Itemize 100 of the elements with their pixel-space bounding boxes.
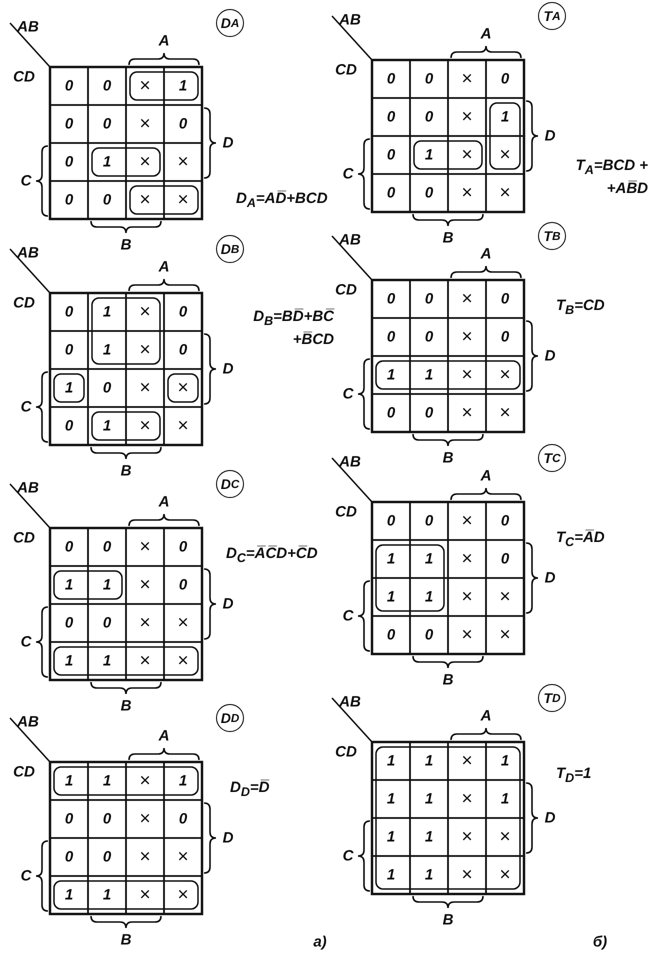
cell-value: 0 <box>64 192 74 208</box>
cell-value: 0 <box>424 292 434 306</box>
axis-label: CD <box>13 70 35 84</box>
cell-value: 1 <box>424 552 434 566</box>
cell-value: 1 <box>424 148 434 162</box>
axis-label: D <box>222 830 234 846</box>
axis-label: C <box>342 166 354 182</box>
axis-label: AB <box>339 232 361 248</box>
cell-value: × <box>499 828 511 846</box>
cell-value: 1 <box>102 418 112 434</box>
cell-value: 1 <box>102 154 112 170</box>
cell-value: 0 <box>386 330 396 344</box>
axis-label: B <box>442 230 454 246</box>
cell-value: × <box>139 576 151 594</box>
cell-value: 0 <box>64 850 74 864</box>
axis-label: AB <box>17 246 39 260</box>
cell-value: × <box>499 366 511 384</box>
axis-label: A <box>480 246 492 262</box>
cell-value: × <box>177 886 189 904</box>
panel-label: б) <box>592 934 608 950</box>
cell-value: × <box>139 886 151 904</box>
cell-value: × <box>461 626 473 644</box>
cell-value: 0 <box>386 72 396 86</box>
cell-value: × <box>139 76 151 96</box>
cell-value: × <box>461 790 473 808</box>
axis-label: B <box>442 912 454 928</box>
cell-value: 0 <box>424 514 434 528</box>
axis-label: B <box>120 932 132 948</box>
cell-value: 1 <box>424 754 434 768</box>
axis-label: CD <box>335 744 357 760</box>
cell-value: × <box>461 588 473 606</box>
cell-value: 0 <box>178 578 188 592</box>
cell-value: × <box>177 614 189 632</box>
axis-label: AB <box>17 714 39 730</box>
cell-value: 1 <box>64 654 74 668</box>
cell-value: × <box>499 588 511 606</box>
cell-value: × <box>461 512 473 530</box>
axis-label: CD <box>335 62 357 78</box>
cell-value: × <box>461 70 473 88</box>
cell-value: 0 <box>500 514 510 528</box>
cell-value: 0 <box>424 186 434 200</box>
cell-value: × <box>139 190 151 210</box>
cell-value: 1 <box>102 304 112 320</box>
formula: T$_{D}$=1 <box>556 764 592 787</box>
cell-value: 0 <box>64 342 74 358</box>
axis-label: C <box>342 608 354 624</box>
cell-value: 0 <box>102 850 112 864</box>
cell-value: × <box>461 290 473 308</box>
axis-label: CD <box>13 764 35 780</box>
cell-value: × <box>499 184 511 202</box>
formula: T$_{B}$=CD <box>556 296 605 319</box>
cell-value: × <box>461 108 473 126</box>
cell-value: 1 <box>500 792 510 806</box>
cell-value: 0 <box>386 514 396 528</box>
axis-label: B <box>120 698 132 714</box>
cell-value: 1 <box>386 754 396 768</box>
cell-value: 0 <box>64 304 74 320</box>
cell-value: 0 <box>500 552 510 566</box>
cell-value: 0 <box>102 616 112 630</box>
axis-label: AB <box>339 694 361 710</box>
axis-label: AB <box>339 12 361 28</box>
cell-value: 1 <box>500 110 510 124</box>
cell-value: × <box>139 416 151 436</box>
cell-value: 0 <box>500 330 510 344</box>
cell-value: 1 <box>102 888 112 902</box>
cell-value: × <box>499 866 511 884</box>
cell-value: × <box>499 146 511 164</box>
cell-value: 0 <box>102 116 112 132</box>
cell-value: 1 <box>102 774 112 788</box>
cell-value: 0 <box>64 616 74 630</box>
axis-label: CD <box>13 296 35 310</box>
cell-value: 1 <box>386 792 396 806</box>
cell-value: 0 <box>386 110 396 124</box>
cell-value: × <box>139 810 151 828</box>
cell-value: × <box>139 772 151 790</box>
cell-value: 0 <box>500 72 510 86</box>
cell-value: 1 <box>424 830 434 844</box>
cell-value: 0 <box>424 406 434 420</box>
cell-value: 1 <box>424 868 434 882</box>
axis-label: A <box>480 468 492 484</box>
cell-value: 0 <box>386 628 396 642</box>
cell-value: 0 <box>178 304 188 320</box>
cell-value: 1 <box>500 754 510 768</box>
formula: D$_{C}$=A̅C̅D+C̅D <box>226 544 318 567</box>
cell-value: 0 <box>386 292 396 306</box>
axis-label: D <box>544 128 556 144</box>
cell-value: × <box>139 340 151 360</box>
formula: T$_{A}$=BCD + +AB̅D <box>574 156 648 199</box>
cell-value: × <box>139 152 151 172</box>
cell-value: 0 <box>102 78 112 94</box>
axis-label: CD <box>335 282 357 298</box>
axis-label: CD <box>335 504 357 520</box>
cell-value: × <box>461 184 473 202</box>
axis-label: D <box>222 362 234 376</box>
cell-value: 1 <box>424 792 434 806</box>
cell-value: 0 <box>386 406 396 420</box>
cell-value: × <box>139 848 151 866</box>
axis-label: D <box>222 136 234 150</box>
cell-value: 0 <box>64 812 74 826</box>
cell-value: 0 <box>386 186 396 200</box>
